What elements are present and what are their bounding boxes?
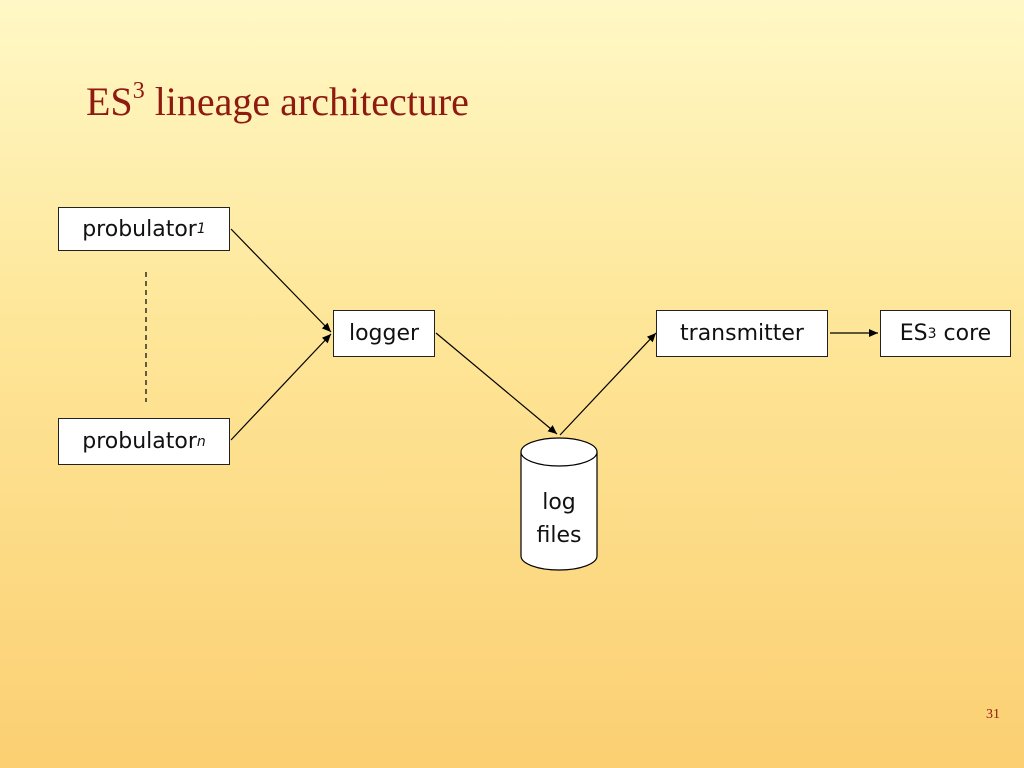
edge-logfiles-to-transmitter xyxy=(559,332,657,436)
transmitter-node: transmitter xyxy=(656,310,828,357)
edge-logger-to-logfiles xyxy=(435,332,558,435)
log-files-cylinder xyxy=(520,437,598,571)
title-rest: lineage architecture xyxy=(144,79,469,124)
log-files-line1: log xyxy=(542,490,576,515)
probulator-1-label: probulator xyxy=(82,216,197,242)
log-files-line2: files xyxy=(536,523,582,548)
probulator-n-label: probulator xyxy=(82,429,197,454)
es3-core-prefix: ES xyxy=(899,321,928,346)
log-files-label: log files xyxy=(520,486,598,552)
slide-title: ES3 lineage architecture xyxy=(86,76,469,128)
title-prefix: ES xyxy=(86,79,133,124)
page-number: 31 xyxy=(986,707,1000,722)
title-superscript: 3 xyxy=(132,78,145,104)
edge-probulator1-to-logger xyxy=(230,228,332,333)
logger-label: logger xyxy=(348,321,420,346)
transmitter-label: transmitter xyxy=(680,321,804,346)
es3-core-rest: core xyxy=(936,321,992,346)
edge-probulatorn-to-logger xyxy=(230,333,332,441)
logger-node: logger xyxy=(333,310,435,357)
